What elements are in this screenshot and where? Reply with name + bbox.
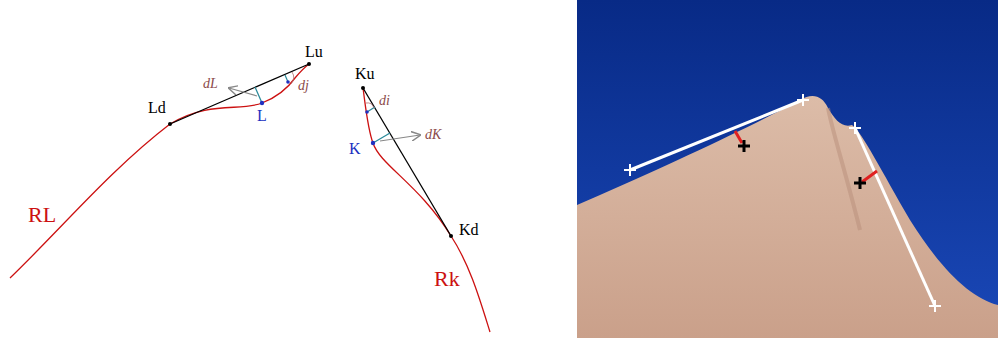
angle-arc	[366, 103, 374, 108]
point	[286, 80, 290, 84]
cross-mark	[738, 140, 866, 189]
direction-arrow	[229, 88, 257, 96]
angle-arc	[291, 72, 294, 84]
end-mark	[624, 94, 941, 312]
chord-k	[363, 88, 451, 236]
point-label: di	[379, 94, 390, 108]
direction-arrow	[380, 135, 420, 141]
distance-l	[255, 87, 262, 103]
point-label: dj	[298, 79, 309, 93]
point	[361, 86, 365, 90]
point-label: Lu	[305, 44, 323, 60]
fit-line	[855, 128, 935, 306]
point	[449, 234, 453, 238]
distance-segment	[862, 171, 877, 182]
point-label: Rk	[434, 268, 460, 290]
chord-l	[170, 64, 309, 124]
point	[307, 62, 311, 66]
point-label: RL	[28, 204, 56, 226]
point-label: dL	[203, 77, 218, 91]
photo-background	[577, 0, 998, 338]
distance-segment	[735, 131, 742, 143]
distance-k	[373, 133, 390, 143]
point	[168, 122, 172, 126]
point-label: Kd	[459, 222, 479, 238]
curve-rk	[363, 88, 490, 332]
curve-rl	[10, 64, 309, 278]
point-label: Ld	[148, 100, 166, 116]
point-label: Ku	[355, 66, 375, 82]
point-label: K	[349, 141, 361, 157]
point-label: dK	[425, 128, 441, 142]
point	[260, 101, 264, 105]
point-label: L	[257, 108, 267, 124]
point	[371, 141, 375, 145]
fit-line	[630, 100, 803, 170]
point	[365, 110, 369, 114]
